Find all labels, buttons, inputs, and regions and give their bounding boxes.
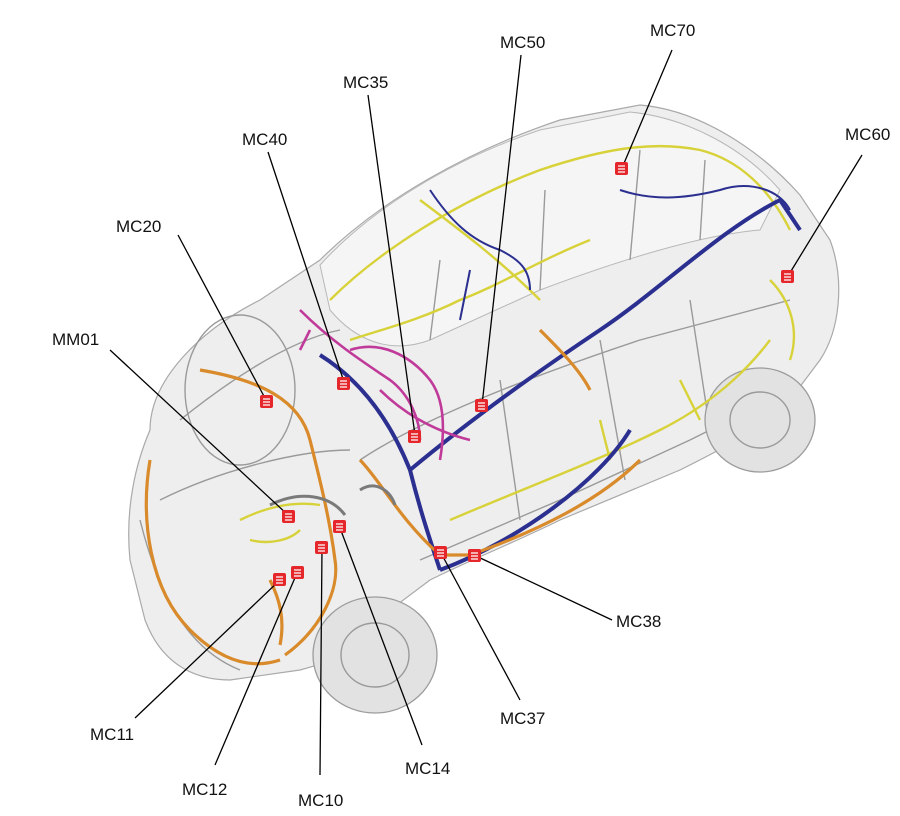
connector-markers xyxy=(260,162,794,586)
connector-marker-icon xyxy=(282,510,295,523)
connector-marker-icon xyxy=(273,573,286,586)
connector-marker-icon xyxy=(333,520,346,533)
callout-mc10: MC10 xyxy=(298,791,343,810)
leader-lines xyxy=(109,49,863,776)
callout-mc12: MC12 xyxy=(182,780,227,799)
callout-mc60: MC60 xyxy=(845,125,890,144)
connector-marker-icon xyxy=(408,430,421,443)
leader-mc38 xyxy=(475,555,613,621)
harness-engine-bay xyxy=(269,484,397,516)
connector-marker-icon xyxy=(434,546,447,559)
leader-mc50 xyxy=(481,54,522,406)
leader-mc40 xyxy=(267,151,345,383)
callout-mc11: MC11 xyxy=(90,725,134,744)
leader-mc37 xyxy=(440,552,521,701)
connector-marker-icon xyxy=(337,377,350,390)
leader-mc35 xyxy=(367,94,416,436)
callout-mm01: MM01 xyxy=(52,330,99,349)
leader-mc60 xyxy=(787,154,863,277)
harness-pink xyxy=(298,309,471,461)
callout-mc38: MC38 xyxy=(616,612,661,631)
leader-mc12 xyxy=(214,572,298,766)
callout-mc35: MC35 xyxy=(343,73,388,92)
callout-mc37: MC37 xyxy=(500,709,545,728)
connector-marker-icon xyxy=(260,395,273,408)
connector-marker-icon xyxy=(291,566,304,579)
leader-mc11 xyxy=(134,579,281,719)
leader-mc70 xyxy=(621,49,673,169)
leader-mc14 xyxy=(339,527,423,746)
leader-mm01 xyxy=(109,349,289,516)
connector-marker-icon xyxy=(781,270,794,283)
leader-mc20 xyxy=(177,234,267,401)
connector-marker-icon xyxy=(315,541,328,554)
connector-marker-icon xyxy=(475,399,488,412)
callout-mc14: MC14 xyxy=(405,759,450,778)
callout-mc70: MC70 xyxy=(650,21,695,40)
leader-mc10 xyxy=(319,547,323,776)
connector-marker-icon xyxy=(615,162,628,175)
callout-mc40: MC40 xyxy=(242,130,287,149)
connector-marker-icon xyxy=(468,549,481,562)
harness-yellow xyxy=(239,144,796,544)
callout-mc50: MC50 xyxy=(500,33,545,52)
callout-labels: MC70 MC50 MC35 MC40 MC60 MC20 MM01 MC38 … xyxy=(52,21,890,810)
callout-mc20: MC20 xyxy=(116,217,161,236)
